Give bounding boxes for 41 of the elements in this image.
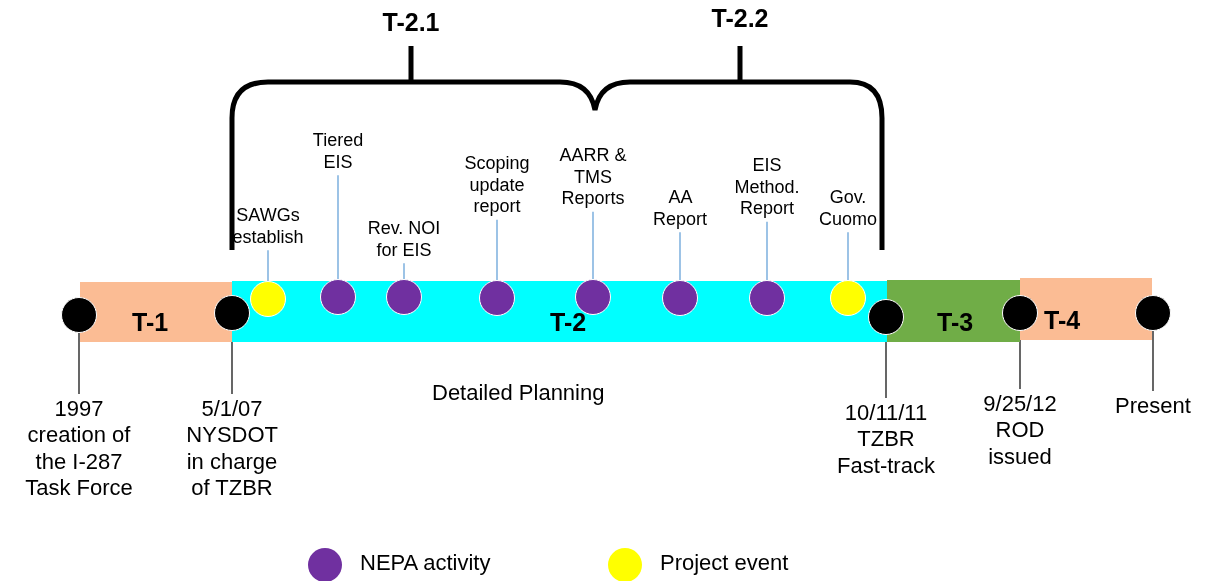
milestone-label: 1997 creation of the I-287 Task Force bbox=[14, 396, 144, 502]
phase-label: T-3 bbox=[937, 308, 974, 337]
event-dot bbox=[749, 280, 785, 316]
event-dot bbox=[575, 279, 611, 315]
phase-label: T-4 bbox=[1044, 306, 1081, 335]
event-dot bbox=[320, 279, 356, 315]
milestone-label: 9/25/12 ROD issued bbox=[970, 391, 1070, 471]
milestone-label: Present bbox=[1098, 393, 1208, 420]
milestone-dot bbox=[61, 297, 97, 333]
phase-label: T-2 bbox=[550, 308, 587, 337]
event-label: Tiered EIS bbox=[308, 130, 368, 174]
leader-line bbox=[847, 231, 849, 281]
event-dot bbox=[386, 279, 422, 315]
event-label: AARR & TMS Reports bbox=[558, 145, 628, 210]
event-dot bbox=[830, 280, 866, 316]
event-label: SAWGs establish bbox=[218, 205, 318, 249]
event-dot bbox=[250, 281, 286, 317]
event-dot bbox=[479, 280, 515, 316]
brace-label: T-2.2 bbox=[711, 4, 769, 33]
leader-line bbox=[496, 219, 498, 281]
event-label: Gov. Cuomo bbox=[811, 187, 885, 231]
milestone-label: 10/11/11 TZBR Fast-track bbox=[826, 400, 946, 480]
brace-label: T-2.1 bbox=[382, 8, 440, 37]
legend-label: Project event bbox=[660, 550, 789, 576]
milestone-label: 5/1/07 NYSDOT in charge of TZBR bbox=[180, 396, 284, 502]
leader-line bbox=[592, 211, 594, 280]
legend-label: NEPA activity bbox=[360, 550, 491, 576]
phase-caption: Detailed Planning bbox=[432, 380, 605, 406]
leader-line bbox=[679, 231, 681, 281]
phase-label: T-1 bbox=[132, 308, 169, 337]
event-dot bbox=[662, 280, 698, 316]
milestone-dot bbox=[1135, 295, 1171, 331]
leader-line bbox=[78, 332, 80, 395]
event-label: EIS Method. Report bbox=[721, 155, 813, 220]
event-label: Rev. NOI for EIS bbox=[358, 218, 450, 262]
leader-line bbox=[267, 249, 269, 282]
leader-line bbox=[337, 174, 339, 280]
event-label: AA Report bbox=[645, 187, 715, 231]
event-label: Scoping update report bbox=[456, 153, 538, 218]
leader-line bbox=[766, 221, 768, 281]
leader-line bbox=[403, 262, 405, 280]
